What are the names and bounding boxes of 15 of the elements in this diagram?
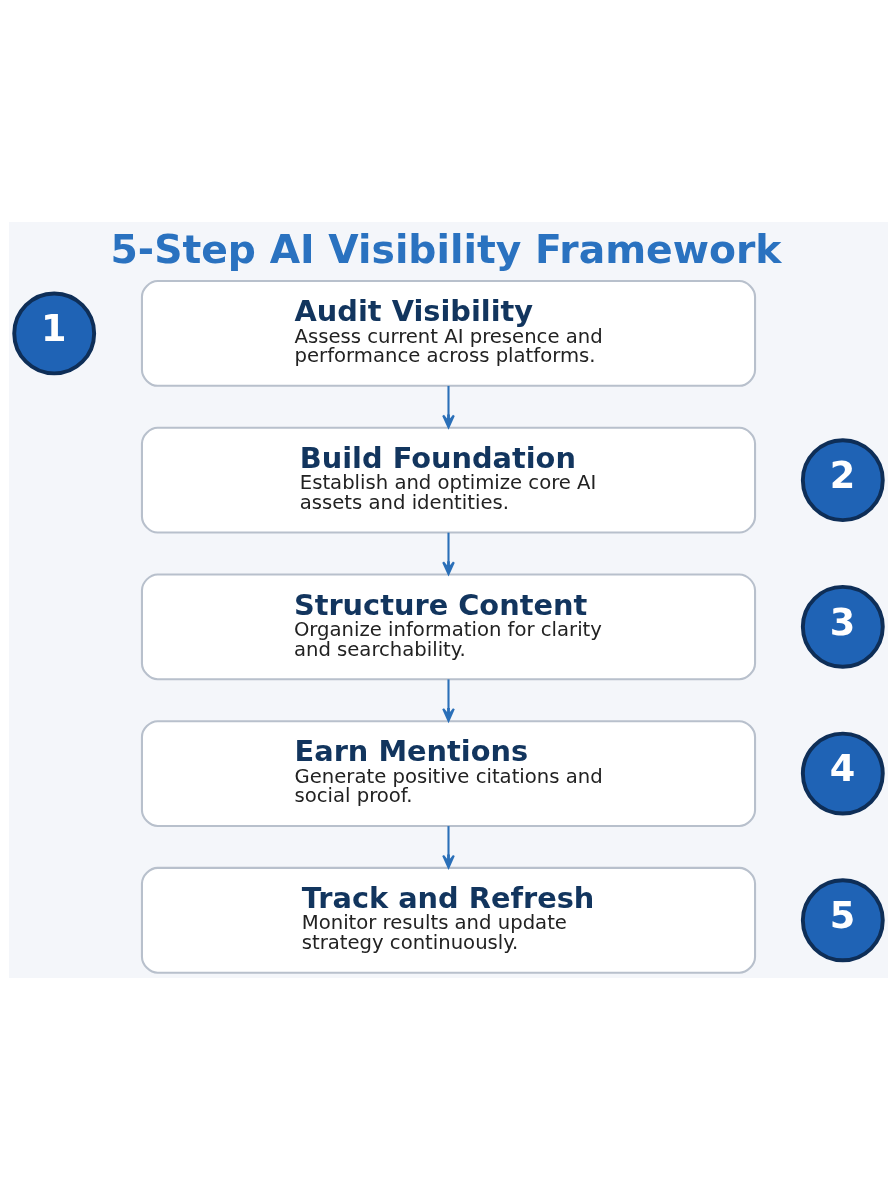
diagram-title: 5-Step AI Visibility Framework [110,226,781,272]
node-box: Build Foundation Establish and optimize core AI assets and identities. [140,426,756,534]
node-circle: 1 [11,291,96,376]
node-box: Audit Visibility Assess current AI presence and performance across platforms. [140,279,756,387]
node-circle: 2 [800,438,885,523]
arrow [441,679,455,722]
node-circle: 4 [800,731,885,816]
arrow [441,532,455,576]
node-box: Structure Content Organize information for clarity and searchability. [140,573,756,681]
arrow [441,826,455,869]
arrow [441,385,455,429]
node-circle: 3 [800,584,885,669]
node-box: Track and Refresh Monitor results and update strategy continuously. [140,866,756,974]
node-box: Earn Mentions Generate positive citations and social proof. [140,720,756,827]
node-circle: 5 [800,878,885,963]
